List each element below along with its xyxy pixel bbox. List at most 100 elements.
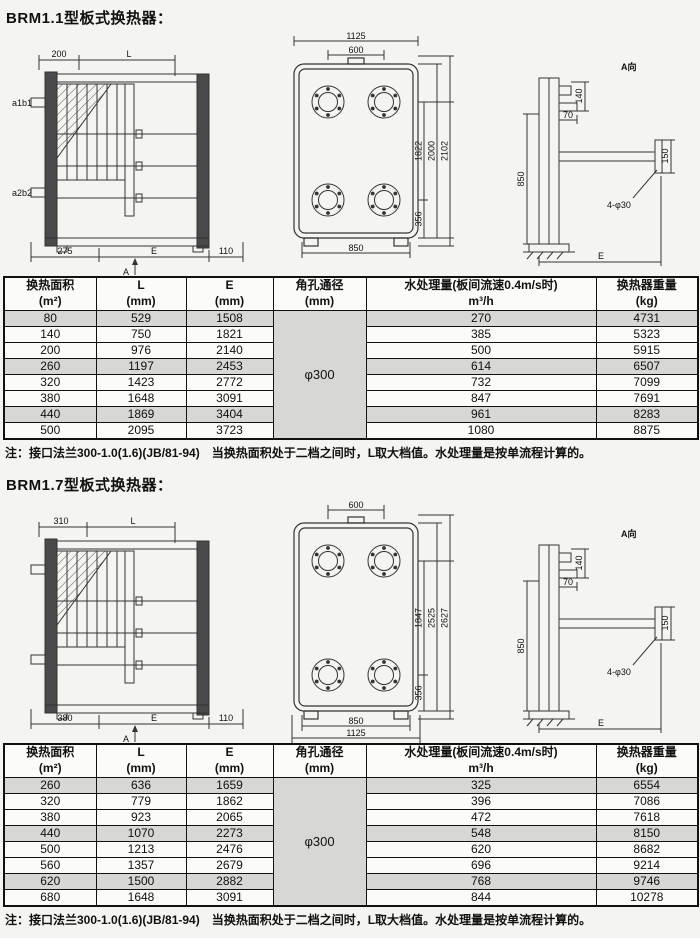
dim-label: 356 <box>414 685 424 700</box>
cell-area: 320 <box>3 793 97 810</box>
drawings-row: 310 L <box>3 497 697 744</box>
dim-label: 200 <box>51 49 66 59</box>
spec-table-brm1-1: 换热面积(m²) L(mm) E(mm) 角孔通径(mm) 水处理量(板间流速0… <box>3 276 699 440</box>
cell-weight: 7618 <box>595 809 699 826</box>
header-row: 换热面积(m²) L(mm) E(mm) 角孔通径(mm) 水处理量(板间流速0… <box>3 743 699 778</box>
dim-label: 600 <box>348 45 363 55</box>
view-arrow-label: A <box>123 267 129 277</box>
cell-water: 385 <box>365 326 597 343</box>
cell-e: 1508 <box>185 310 274 327</box>
dim-label: 110 <box>219 246 233 256</box>
cell-area: 260 <box>3 358 97 375</box>
cell-weight: 9746 <box>595 873 699 890</box>
flanged-ports <box>311 544 401 692</box>
spec-table-brm1-7: 换热面积(m²) L(mm) E(mm) 角孔通径(mm) 水处理量(板间流速0… <box>3 743 699 907</box>
cell-e: 3091 <box>185 390 274 407</box>
section-title: BRM1.1型板式换热器： <box>6 10 173 27</box>
column-and-beam <box>523 77 675 266</box>
table-row: 440 1869 3404 961 8283 <box>3 406 699 423</box>
cell-l: 1213 <box>95 841 187 858</box>
cell-e: 1821 <box>185 326 274 343</box>
cell-weight: 8682 <box>595 841 699 858</box>
dim-label: 310 <box>53 516 68 526</box>
bottom-dimension <box>30 709 244 729</box>
dim-label: L <box>126 49 131 59</box>
cell-area: 440 <box>3 825 97 842</box>
cell-weight: 9214 <box>595 857 699 874</box>
cell-l: 1070 <box>95 825 187 842</box>
cell-l: 923 <box>95 809 187 826</box>
cell-e: 2453 <box>185 358 274 375</box>
cell-e: 2882 <box>185 873 274 890</box>
dim-label: 70 <box>563 110 573 120</box>
drawings-row: 200 L a1b1 a2b2 <box>3 30 697 277</box>
cell-water: 847 <box>365 390 597 407</box>
col-header-l: L(mm) <box>95 743 187 778</box>
cell-weight: 6554 <box>595 777 699 794</box>
dim-label: 1847 <box>414 608 424 628</box>
footnote: 注：接口法兰300-1.0(1.6)(JB/81-94) 当换热面积处于二档之间… <box>5 913 592 927</box>
dim-label: 150 <box>660 148 670 163</box>
cell-water: 961 <box>365 406 597 423</box>
bolt-holes-label: 4-φ30 <box>607 667 631 677</box>
cell-area: 80 <box>3 310 97 327</box>
cell-l: 1648 <box>95 889 187 907</box>
cell-l: 1648 <box>95 390 187 407</box>
cell-area: 440 <box>3 406 97 423</box>
cell-area: 500 <box>3 841 97 858</box>
cell-weight: 8875 <box>595 422 699 440</box>
cell-area: 560 <box>3 857 97 874</box>
cell-l: 1197 <box>95 358 187 375</box>
right-dimensions <box>418 55 454 247</box>
cell-water: 614 <box>365 358 597 375</box>
cell-l: 529 <box>95 310 187 327</box>
cell-water: 548 <box>365 825 597 842</box>
cell-e: 2140 <box>185 342 274 359</box>
table-row: 440 1070 2273 548 8150 <box>3 825 699 842</box>
cell-area: 380 <box>3 390 97 407</box>
cell-weight: 8150 <box>595 825 699 842</box>
dim-label: 110 <box>219 713 233 723</box>
top-dimension <box>293 36 419 60</box>
cell-water: 325 <box>365 777 597 794</box>
table-row: 320 779 1862 396 7086 <box>3 793 699 810</box>
cell-water: 732 <box>365 374 597 391</box>
flanged-ports <box>311 85 401 217</box>
view-a-label: A向 <box>621 61 637 72</box>
table-row: 80 529 1508 φ300 270 4731 <box>3 310 699 440</box>
section-brm1-1: BRM1.1型板式换热器： 200 L <box>3 2 699 465</box>
cell-water: 472 <box>365 809 597 826</box>
cell-water: 396 <box>365 793 597 810</box>
dim-label: 1125 <box>346 728 365 738</box>
cell-l: 1869 <box>95 406 187 423</box>
cell-area: 620 <box>3 873 97 890</box>
dim-label: 2102 <box>440 141 450 161</box>
table-row: 260 636 1659 φ300 325 6554 <box>3 777 699 907</box>
table-row: 500 1213 2476 620 8682 <box>3 841 699 858</box>
cell-weight: 6507 <box>595 358 699 375</box>
cell-area: 200 <box>3 342 97 359</box>
arrow-head-icon <box>132 725 138 732</box>
dim-label: E <box>151 713 157 723</box>
dim-label: 850 <box>348 716 363 726</box>
cell-l: 2095 <box>95 422 187 440</box>
dim-label: E <box>151 246 157 256</box>
dim-label: 380 <box>57 713 72 723</box>
dim-label: 850 <box>516 171 526 186</box>
header-row: 换热面积(m²) L(mm) E(mm) 角孔通径(mm) 水处理量(板间流速0… <box>3 276 699 311</box>
cell-weight: 4731 <box>595 310 699 327</box>
col-header-l: L(mm) <box>95 276 187 311</box>
cell-area: 380 <box>3 809 97 826</box>
cell-e: 2679 <box>185 857 274 874</box>
col-header-weight: 换热器重量(kg) <box>595 743 699 778</box>
bottom-dimension <box>30 242 244 262</box>
col-header-e: E(mm) <box>185 743 274 778</box>
dim-label: 70 <box>563 577 573 587</box>
top-dimension <box>38 522 176 543</box>
cell-l: 636 <box>95 777 187 794</box>
cell-area: 140 <box>3 326 97 343</box>
cell-weight: 7086 <box>595 793 699 810</box>
dim-label: 275 <box>57 246 72 256</box>
dim-label: L <box>130 516 135 526</box>
cell-water: 844 <box>365 889 597 907</box>
